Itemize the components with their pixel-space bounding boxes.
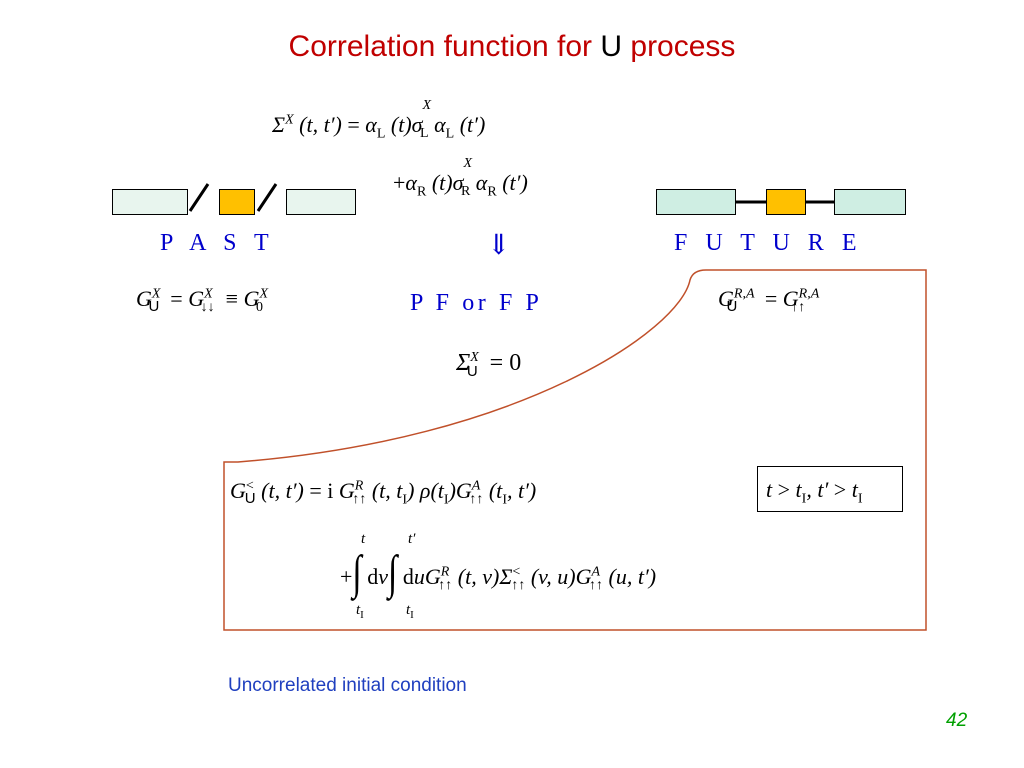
past-right-lead (286, 189, 356, 215)
uncorrelated-note: Uncorrelated initial condition (228, 675, 467, 696)
integral-upper-limit-1: t (361, 531, 366, 547)
lesser-green-function-equation: G<U (t, t′) = i GR↑↑ (t, tI) ρ(tI)GA↑↑ (… (230, 478, 537, 508)
future-label: F U T U R E (674, 230, 863, 256)
past-green-function-equation: GXU = GX↓↓ ≡ GX0 (136, 286, 269, 316)
integral-term-equation: +∫ dv∫ duGR↑↑ (t, v)Σ<↑↑ (v, u)GA↑↑ (u, … (340, 547, 657, 600)
implies-arrow: ⇓ (487, 230, 518, 261)
sigma-u-zero-equation: ΣXU = 0 (456, 350, 522, 380)
future-right-lead (834, 189, 906, 215)
integral-upper-limit-2: t′ (408, 531, 416, 547)
integral-lower-limit-2: tI (406, 602, 414, 621)
future-left-lead (656, 189, 736, 215)
past-left-lead (112, 189, 188, 215)
page-number: 42 (946, 710, 968, 731)
integral-lower-limit-1: tI (356, 602, 364, 621)
time-condition-box: t > tI, t′ > tI (757, 466, 903, 512)
past-dot (219, 189, 255, 215)
past-label: P A S T (160, 230, 275, 256)
transition-label: P F or F P (410, 290, 543, 316)
future-dot (766, 189, 806, 215)
future-green-function-equation: GR,AU = GR,A↑↑ (718, 286, 820, 316)
slide-title: Correlation function for U process (288, 30, 736, 63)
